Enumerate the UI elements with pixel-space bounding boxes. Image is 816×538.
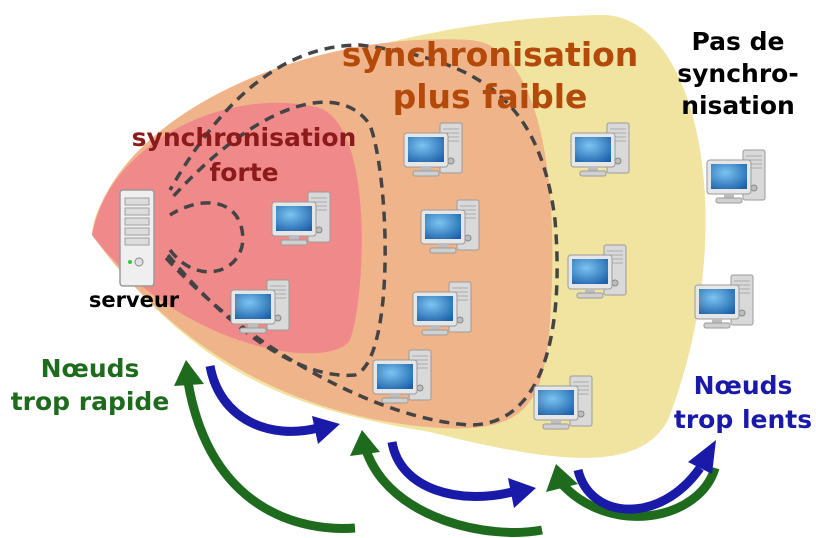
zone-strong-sync	[92, 102, 362, 354]
dashed-loop-medium	[166, 100, 387, 378]
slow-nodes-label-line2: trop lents	[674, 405, 812, 434]
strong-sync-label-line2: forte	[209, 158, 278, 187]
curved-arrow-up-icon	[546, 464, 720, 521]
fast-nodes-label-line1: Nœuds	[41, 354, 140, 383]
curved-arrow-right-icon	[573, 440, 716, 514]
server-tower-icon	[119, 189, 155, 287]
curved-arrow-up-icon	[174, 360, 356, 533]
no-sync-label-line2: synchro-	[677, 59, 798, 88]
server-label: serveur	[89, 288, 180, 312]
desktop-computer-icon	[694, 274, 754, 329]
dashed-loop-large	[164, 43, 559, 427]
fast-nodes-label-line2: trop rapide	[11, 387, 170, 416]
no-sync-label-line3: nisation	[681, 91, 795, 120]
slow-nodes-label-line1: Nœuds	[694, 371, 793, 400]
desktop-computer-icon	[706, 149, 766, 204]
dashed-loop-small	[168, 201, 245, 274]
curved-arrow-right-icon	[387, 441, 536, 508]
weaker-sync-label-line2: plus faible	[393, 77, 588, 116]
strong-sync-label-line1: synchronisation	[132, 123, 357, 152]
curved-arrow-up-icon	[350, 430, 543, 537]
no-sync-label-line1: Pas de	[692, 27, 785, 56]
curved-arrow-right-icon	[205, 365, 340, 444]
sync-dashed-loops	[164, 43, 559, 427]
weaker-sync-label-line1: synchronisation	[342, 35, 639, 74]
